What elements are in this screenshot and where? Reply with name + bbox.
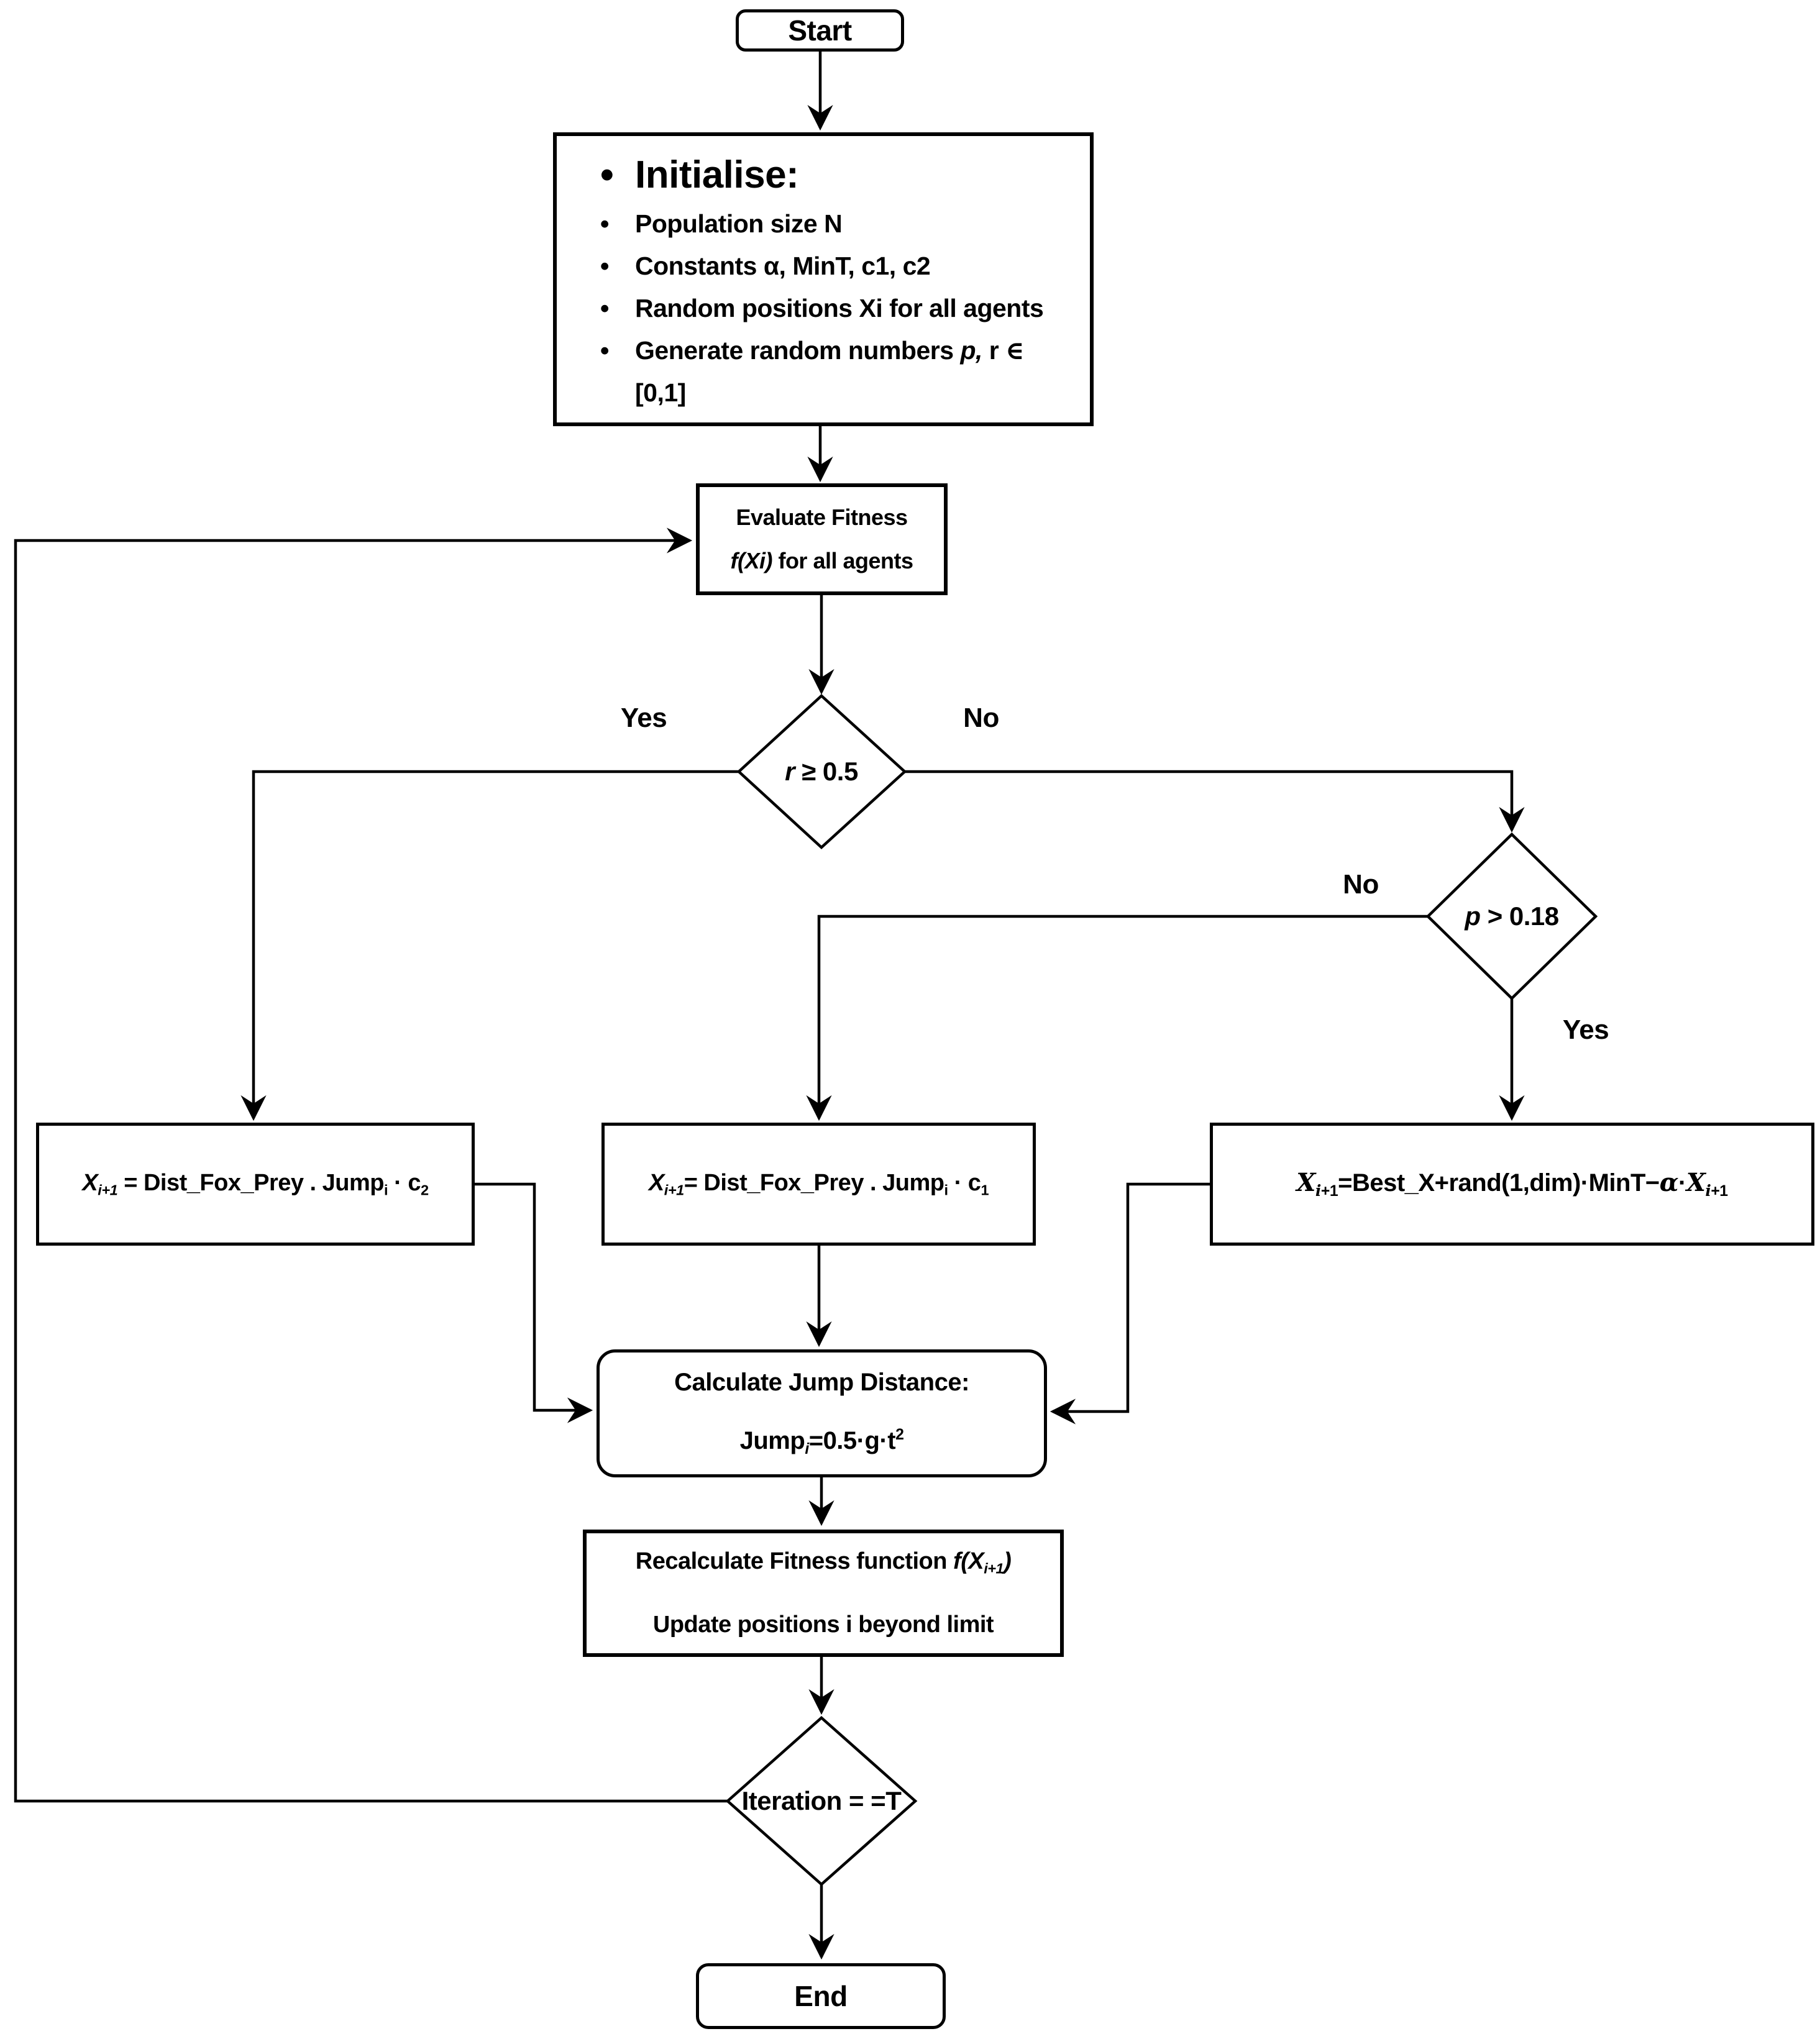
- update-best-x-node: Xi+1=Best_X+rand(1,dim)·MinT−α·Xi+1: [1210, 1123, 1814, 1246]
- end-label: End: [794, 1980, 848, 2012]
- start-node: Start: [736, 9, 904, 52]
- init-item: • Generate random numbers p, r ∈: [600, 337, 1074, 364]
- init-title: Initialise:: [635, 153, 799, 196]
- init-item-text: Random positions Xi for all agents: [635, 293, 1044, 322]
- update-best-x-formula: Xi+1=Best_X+rand(1,dim)·MinT−α·Xi+1: [1296, 1168, 1728, 1200]
- edge-update-c2-to-calc: [475, 1182, 593, 1423]
- update-c2-formula: Xi+1 = Dist_Fox_Prey . Jumpi · c2: [82, 1169, 429, 1198]
- decision-r-yes-label: Yes: [620, 703, 667, 733]
- recalculate-fitness-node: Recalculate Fitness function f(Xi+1) Upd…: [583, 1530, 1064, 1657]
- bullet-icon: •: [600, 335, 609, 365]
- edge-r-yes-to-update-c2: [240, 770, 739, 1121]
- iteration-diamond-shape: [725, 1715, 918, 1887]
- init-item-text: [0,1]: [635, 378, 686, 407]
- init-item: • Random positions Xi for all agents: [600, 293, 1074, 322]
- calculate-jump-title: Calculate Jump Distance:: [674, 1369, 969, 1396]
- init-item-text: Constants α, MinT, c1, c2: [635, 251, 931, 280]
- calculate-jump-node: Calculate Jump Distance: Jumpi=0.5·g·t2: [597, 1349, 1047, 1477]
- update-c1-node: Xi+1= Dist_Fox_Prey . Jumpi · c1: [601, 1123, 1036, 1246]
- decision-p-no-label: No: [1343, 869, 1379, 900]
- evaluate-line1: Evaluate Fitness: [736, 504, 908, 530]
- bullet-icon: •: [600, 153, 614, 196]
- decision-r-diamond-shape: [736, 693, 907, 850]
- edge-r-no-to-decision-p: [905, 770, 1525, 833]
- init-title-row: • Initialise:: [600, 155, 1074, 195]
- init-item-continuation: [0,1]: [600, 378, 1074, 407]
- iteration-decision-label: Iteration = =T: [741, 1786, 902, 1815]
- decision-r-no-label: No: [963, 703, 999, 733]
- initialise-node: • Initialise: • Population size N • Cons…: [553, 132, 1094, 426]
- edge-update-best-to-calc: [1049, 1182, 1210, 1425]
- edge-p-no-to-update-c1: [806, 915, 1428, 1121]
- init-item-text: Population size N: [635, 209, 843, 239]
- bullet-icon: •: [600, 209, 609, 239]
- update-c1-formula: Xi+1= Dist_Fox_Prey . Jumpi · c1: [648, 1169, 989, 1198]
- init-item: • Population size N: [600, 209, 1074, 239]
- decision-p-label: p > 0.18: [1465, 901, 1559, 931]
- bullet-icon: •: [600, 293, 609, 322]
- bullet-icon: •: [600, 251, 609, 280]
- decision-p-yes-label: Yes: [1562, 1015, 1609, 1045]
- edge-iteration-loop-to-evaluate: [14, 527, 728, 1803]
- update-c2-node: Xi+1 = Dist_Fox_Prey . Jumpi · c2: [36, 1123, 475, 1246]
- evaluate-fitness-node: Evaluate Fitness f(Xi) for all agents: [696, 483, 948, 595]
- start-label: Start: [788, 14, 852, 47]
- init-item: • Constants α, MinT, c1, c2: [600, 251, 1074, 280]
- evaluate-line2: f(Xi) for all agents: [730, 548, 913, 573]
- end-node: End: [696, 1963, 946, 2029]
- init-item-text: Generate random numbers p, r ∈: [635, 335, 1024, 365]
- recalculate-line1: Recalculate Fitness function f(Xi+1): [635, 1548, 1012, 1577]
- decision-p-diamond-shape: [1425, 832, 1598, 1001]
- recalculate-line2: Update positions i beyond limit: [652, 1612, 994, 1638]
- decision-r-label: r ≥ 0.5: [785, 757, 858, 786]
- calculate-jump-formula: Jumpi=0.5·g·t2: [739, 1426, 904, 1457]
